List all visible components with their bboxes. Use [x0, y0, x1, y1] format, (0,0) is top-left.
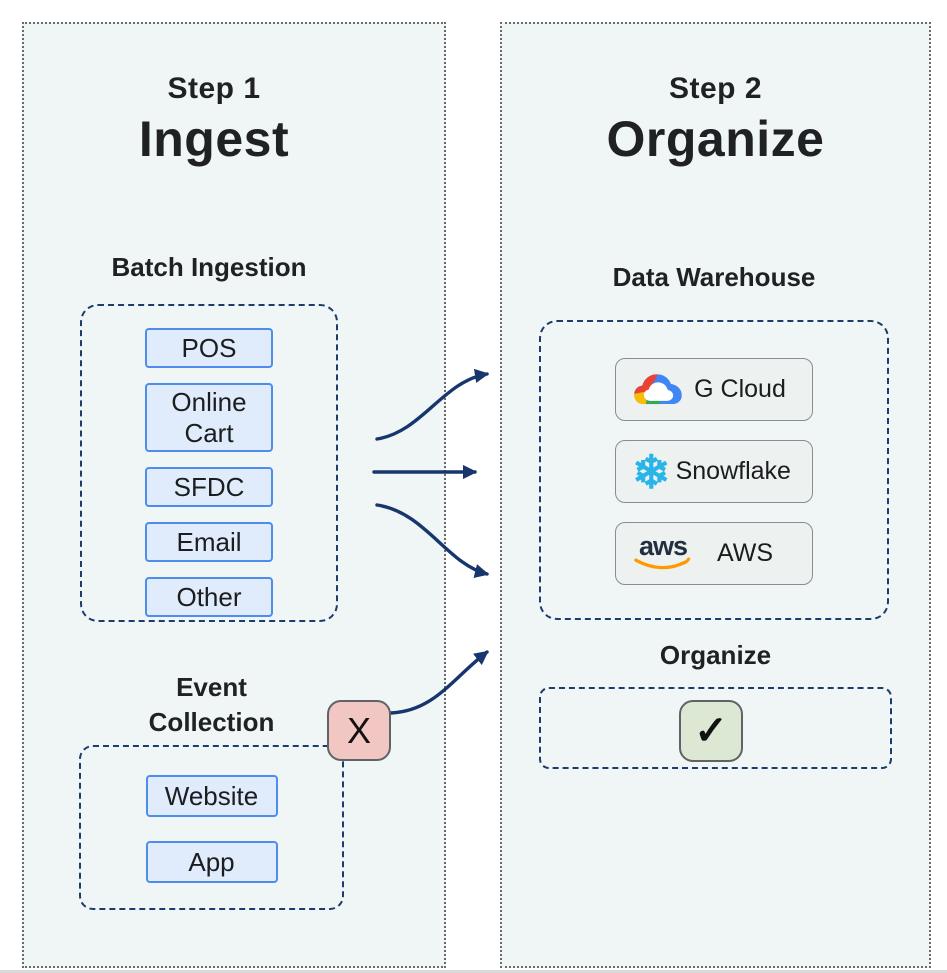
event-collection-title-line2: Collection — [148, 707, 275, 737]
batch-ingestion-title: Batch Ingestion — [111, 252, 307, 282]
event-collection-title: Event Collection — [79, 670, 344, 740]
warehouse-card-snowflake: ❄ Snowflake — [615, 440, 813, 503]
step2-title: Organize — [606, 111, 825, 167]
batch-source-email: Email — [145, 522, 273, 563]
step2-panel: Step 2 Organize Data Warehouse — [500, 22, 931, 968]
step1-panel: Step 1 Ingest Batch Ingestion POS Online… — [22, 22, 446, 968]
warehouse-card-label: AWS — [716, 539, 774, 567]
x-marker-badge: X — [327, 700, 391, 761]
step1-title: Ingest — [138, 111, 290, 167]
aws-logo-icon: aws — [632, 533, 694, 572]
warehouse-card-gcloud: G Cloud — [615, 358, 813, 421]
event-collection-title-line1: Event — [176, 672, 247, 702]
warehouse-card-aws: aws AWS — [615, 522, 813, 585]
step1-label: Step 1 — [167, 72, 261, 105]
step2-label: Step 2 — [668, 72, 763, 105]
batch-source-pos: POS — [145, 328, 273, 368]
check-marker-badge: ✓ — [679, 700, 743, 762]
data-warehouse-group: G Cloud ❄ Snowflake aws AWS — [539, 320, 889, 620]
data-warehouse-title: Data Warehouse — [612, 262, 816, 292]
batch-ingestion-group: POS Online Cart SFDC Email Other — [80, 304, 338, 622]
batch-source-sfdc: SFDC — [145, 467, 273, 508]
google-cloud-logo-icon — [632, 370, 684, 410]
batch-source-other: Other — [145, 577, 273, 618]
event-collection-group: Website App — [79, 745, 344, 910]
batch-source-online-cart: Online Cart — [145, 383, 273, 453]
event-source-app: App — [145, 841, 278, 883]
organize-subtitle: Organize — [659, 640, 772, 670]
warehouse-card-label: G Cloud — [694, 375, 786, 403]
organize-group: ✓ — [539, 687, 892, 769]
snowflake-logo-icon: ❄ — [632, 445, 671, 498]
event-source-website: Website — [145, 775, 278, 817]
warehouse-card-label: Snowflake — [675, 457, 791, 485]
